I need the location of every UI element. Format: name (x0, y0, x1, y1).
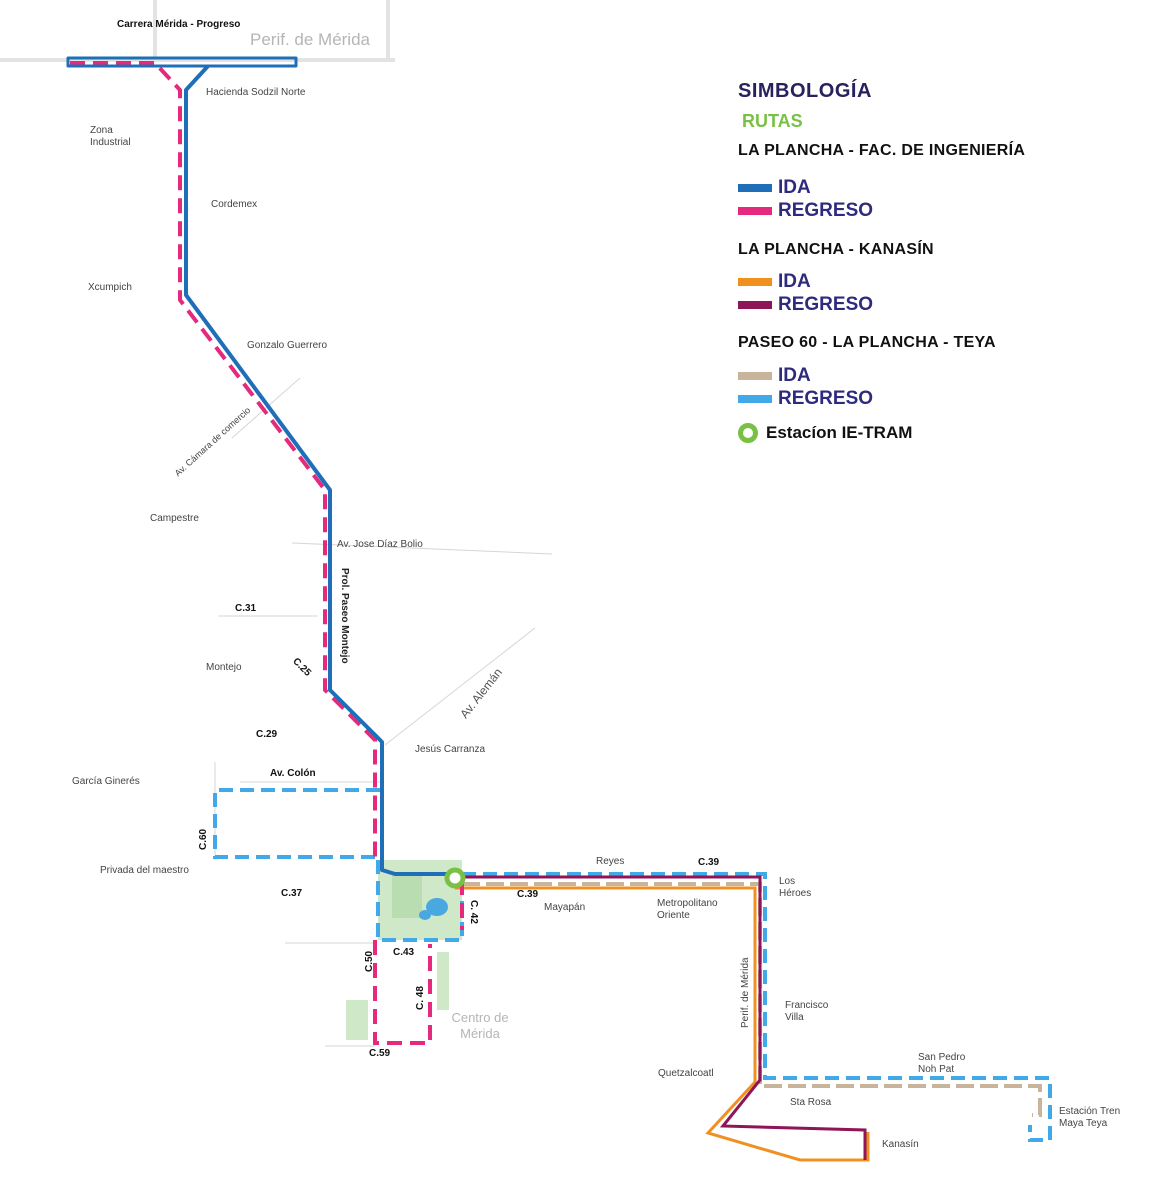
route-ingenieria-regreso (70, 61, 464, 1045)
label-perif-este: Perif. de Mérida (740, 957, 751, 1028)
label-gonzalo: Gonzalo Guerrero (247, 340, 328, 351)
label-c39-top: C.39 (698, 857, 720, 868)
label-c37: C.37 (281, 888, 303, 899)
park-strip (437, 952, 449, 1010)
route-kanasin-regreso (458, 875, 867, 1160)
label-paseo-montejo: Prol. Paseo Montejo (339, 568, 350, 664)
label-c43: C.43 (393, 947, 415, 958)
label-c42: C. 42 (468, 900, 479, 924)
label-zona-industrial: Zona Industrial (90, 125, 131, 148)
legend-ingenieria-regreso: REGRESO (738, 200, 873, 222)
label-carretera: Carrera Mérida - Progreso (117, 19, 241, 30)
ingenieria-regreso-south-loop (373, 940, 432, 1045)
route-kanasin-ida (455, 886, 870, 1162)
label-campestre: Campestre (150, 513, 199, 524)
label-quetzalcoatl: Quetzalcoatl (658, 1068, 714, 1079)
swatch-tan-icon (738, 372, 772, 380)
label-c50: C.50 (364, 950, 375, 972)
park-small (346, 1000, 368, 1040)
legend-teya-ida: IDA (738, 365, 811, 387)
label-montejo: Montejo (206, 662, 242, 673)
legend-subtitle: RUTAS (742, 111, 803, 131)
label-garcia-gineres: García Ginerés (72, 776, 140, 787)
label-los-heroes: Los Héroes (779, 876, 812, 899)
swatch-lightblue-icon (738, 395, 772, 403)
label-cordemex: Cordemex (211, 199, 258, 210)
teya-ida-east (462, 882, 1042, 1117)
label-c29: C.29 (256, 729, 278, 740)
label-estacion-tren: Estación Tren Maya Teya (1059, 1106, 1121, 1129)
park-pond-small (419, 910, 431, 920)
legend-kanasin-regreso: REGRESO (738, 294, 873, 316)
legend-kanasin-regreso-label: REGRESO (778, 294, 874, 315)
road-diaz-bolio (291, 542, 553, 555)
ingenieria-ida-periferico (66, 56, 298, 68)
road-aleman (384, 627, 536, 746)
kanasin-regreso-path (458, 875, 867, 1160)
legend-route-ingenieria: LA PLANCHA - FAC. DE INGENIERÍA (738, 142, 1026, 159)
label-c60: C.60 (198, 828, 209, 850)
label-hacienda: Hacienda Sodzil Norte (206, 87, 306, 98)
label-mayapan: Mayapán (544, 902, 586, 913)
label-francisco-villa: Francisco Villa (785, 1000, 829, 1023)
label-xcumpich: Xcumpich (88, 282, 132, 293)
teya-regreso-colon-loop (213, 788, 380, 859)
teya-regreso-east (462, 872, 1052, 1142)
station-circle-icon (738, 423, 758, 443)
station-ie-tram[interactable] (444, 867, 466, 889)
swatch-blue-icon (738, 184, 772, 192)
label-reyes: Reyes (596, 856, 625, 867)
route-ingenieria-ida (66, 56, 460, 876)
label-c59: C.59 (369, 1048, 391, 1059)
legend-title: SIMBOLOGÍA (738, 80, 872, 102)
legend-station: Estacíon IE-TRAM (738, 423, 912, 443)
legend-station-label: Estacíon IE-TRAM (766, 423, 913, 442)
ingenieria-regreso-north (70, 61, 377, 860)
park-pond (426, 898, 448, 916)
label-kanasin: Kanasín (882, 1139, 919, 1150)
legend-kanasin-ida: IDA (738, 271, 811, 293)
kanasin-ida-path (455, 886, 870, 1162)
swatch-orange-icon (738, 278, 772, 286)
legend-teya-regreso: REGRESO (738, 388, 873, 410)
base-roads (0, 0, 395, 62)
legend-route-teya: PASEO 60 - LA PLANCHA - TEYA (738, 334, 996, 351)
ingenieria-ida-main (184, 64, 460, 876)
label-av-colon: Av. Colón (270, 768, 316, 779)
label-centro: Centro de Mérida (451, 1010, 509, 1041)
label-privada-maestro: Privada del maestro (100, 865, 189, 876)
label-san-pedro: San Pedro Noh Pat (918, 1052, 966, 1075)
park-building (392, 872, 422, 918)
label-perif-norte: Perif. de Mérida (250, 30, 370, 49)
label-c31: C.31 (235, 603, 257, 614)
route-teya-regreso (213, 788, 1052, 1142)
legend-ingenieria-ida: IDA (738, 177, 811, 199)
swatch-maroon-icon (738, 301, 772, 309)
label-c48: C. 48 (415, 986, 426, 1010)
label-sta-rosa: Sta Rosa (790, 1097, 832, 1108)
legend-ingenieria-ida-label: IDA (778, 177, 811, 198)
label-c39-low: C.39 (517, 889, 539, 900)
label-diaz-bolio: Av. Jose Díaz Bolio (337, 539, 423, 550)
legend-teya-regreso-label: REGRESO (778, 388, 874, 409)
station-ring-icon[interactable] (444, 867, 466, 889)
legend-ingenieria-regreso-label: REGRESO (778, 200, 874, 221)
route-teya-ida (462, 882, 1042, 1117)
label-metropolitano: Metropolitano Oriente (657, 898, 718, 921)
legend-teya-ida-label: IDA (778, 365, 811, 386)
swatch-pink-icon (738, 207, 772, 215)
minor-roads (214, 377, 553, 1047)
legend-route-kanasin: LA PLANCHA - KANASÍN (738, 241, 934, 258)
legend-kanasin-ida-label: IDA (778, 271, 811, 292)
road-camara-comercio (231, 377, 301, 439)
label-jesus-carranza: Jesús Carranza (415, 744, 486, 755)
